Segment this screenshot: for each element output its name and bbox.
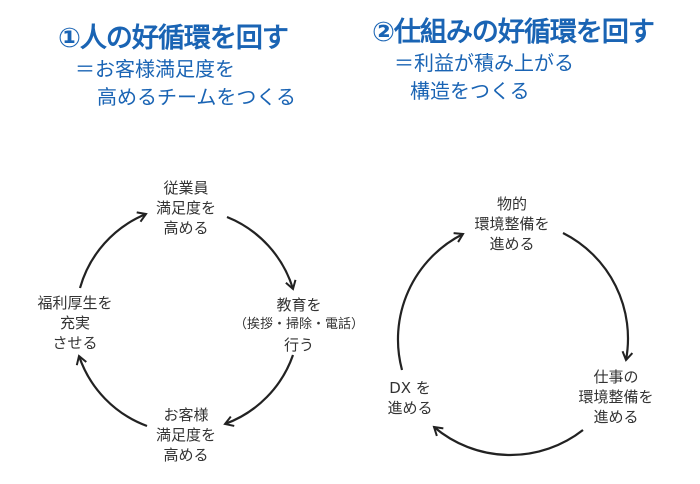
- node-welfare: 福利厚生を 充実 させる: [37, 293, 112, 353]
- node-line: DX を: [389, 379, 431, 397]
- node-dx: DX を 進める: [387, 378, 432, 418]
- node-employee-satisfaction: 従業員 満足度を 高める: [156, 178, 216, 238]
- node-customer-satisfaction: お客様 満足度を 高める: [156, 405, 216, 465]
- node-line: 環境整備を: [578, 388, 654, 406]
- right-subtitle-1: ＝利益が積み上がる: [394, 51, 574, 75]
- node-education: 教育を （挨拶・掃除・電話） 行う: [234, 295, 364, 355]
- arrow-bottom-right: [223, 354, 295, 427]
- arrow-top-right: [226, 215, 297, 291]
- node-line: 高める: [163, 446, 209, 464]
- left-title: ①人の好循環を回す: [58, 23, 289, 54]
- node-line: 進める: [489, 235, 535, 253]
- node-line: させる: [52, 334, 98, 352]
- node-line: 高める: [163, 219, 209, 237]
- node-physical-environment: 物的 環境整備を 進める: [474, 194, 549, 254]
- node-line: 満足度を: [155, 199, 217, 217]
- node-line: 従業員: [163, 179, 209, 197]
- node-line: 満足度を: [155, 426, 217, 444]
- node-line: 充実: [59, 314, 91, 332]
- node-line: 物的: [496, 195, 528, 213]
- node-line: 仕事の: [593, 368, 639, 386]
- node-line: 福利厚生を: [37, 294, 113, 312]
- right-subtitle-2: 構造をつくる: [410, 79, 530, 103]
- arrow-top-left: [78, 211, 148, 289]
- node-line: 行う: [283, 336, 315, 354]
- arrow-bottom-left: [75, 354, 148, 428]
- node-line: 進める: [593, 408, 639, 426]
- node-line: 教育を: [276, 296, 322, 314]
- arrow-right-2: [432, 425, 584, 457]
- node-line: お客様: [163, 406, 209, 424]
- left-subtitle-2: 高めるチームをつくる: [97, 85, 296, 109]
- node-work-environment: 仕事の 環境整備を 進める: [578, 367, 653, 427]
- right-title: ②仕組みの好循環を回す: [372, 17, 655, 48]
- node-line: 進める: [387, 399, 433, 417]
- node-line: 環境整備を: [474, 215, 550, 233]
- node-line: （挨拶・掃除・電話）: [233, 317, 365, 332]
- arrow-right-1: [562, 232, 634, 362]
- left-subtitle-1: ＝お客様満足度を: [75, 57, 235, 81]
- arrow-right-3: [396, 232, 465, 371]
